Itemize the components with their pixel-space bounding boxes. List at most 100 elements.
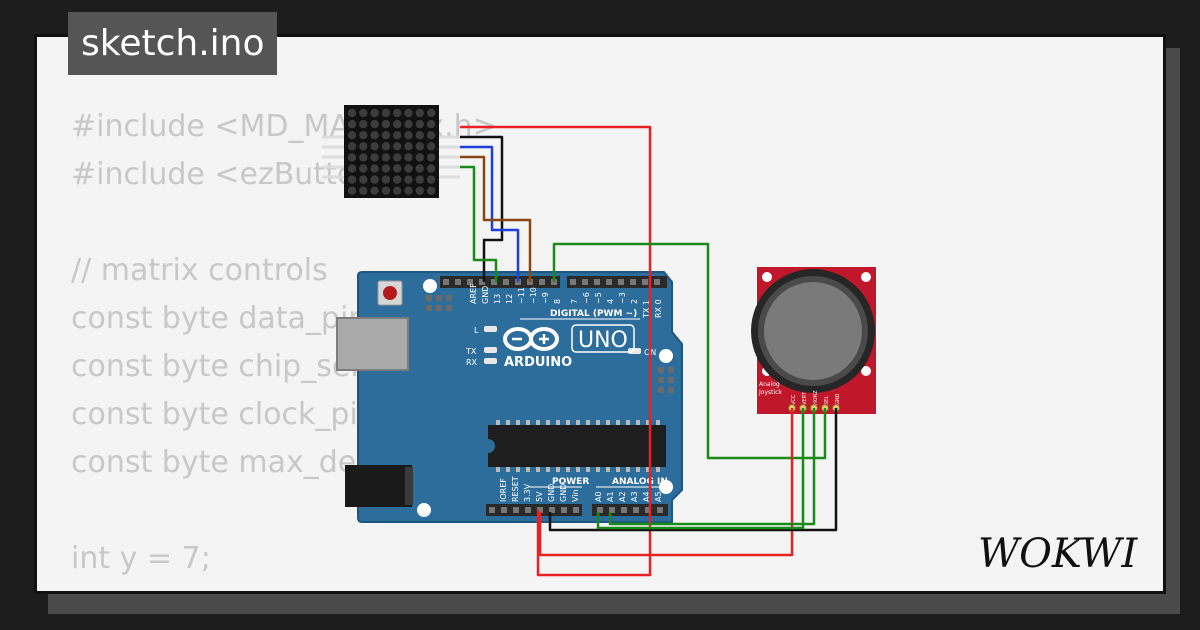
matrix-led bbox=[359, 131, 368, 140]
matrix-led bbox=[347, 175, 357, 184]
pin-label: 13 bbox=[493, 294, 502, 304]
matrix-led bbox=[404, 142, 413, 151]
pin-label: ~5 bbox=[594, 292, 603, 304]
code-line: const byte max_dev bbox=[71, 445, 374, 480]
matrix-led bbox=[404, 108, 413, 118]
pin-label: A1 bbox=[606, 491, 615, 502]
atmega-chip bbox=[488, 425, 666, 467]
code-line: const byte clock_pin bbox=[71, 397, 377, 432]
matrix-led bbox=[404, 131, 413, 140]
analog-joystick-module[interactable]: Analog Joystick VCC VERT HORZ SEL GND bbox=[751, 267, 876, 414]
matrix-led bbox=[415, 131, 424, 140]
power-jack bbox=[345, 465, 412, 507]
wires bbox=[460, 125, 838, 577]
matrix-led bbox=[393, 142, 402, 151]
matrix-led bbox=[370, 142, 379, 151]
matrix-led bbox=[370, 131, 379, 140]
pin-label: ~11 bbox=[517, 287, 526, 304]
matrix-led bbox=[426, 186, 436, 195]
led-l-label: L bbox=[474, 326, 479, 335]
matrix-led bbox=[381, 108, 391, 118]
matrix-led bbox=[426, 119, 436, 129]
led-rx-label: RX bbox=[466, 358, 478, 367]
matrix-led bbox=[381, 131, 391, 140]
pin-label: A2 bbox=[618, 491, 627, 502]
joystick-pin-label: SEL bbox=[824, 396, 830, 405]
matrix-led bbox=[404, 119, 413, 129]
led-l bbox=[484, 326, 497, 332]
joystick-label: Joystick bbox=[758, 389, 782, 396]
matrix-led bbox=[393, 175, 402, 184]
arduino-infinity-logo bbox=[503, 327, 559, 351]
matrix-led bbox=[415, 164, 424, 173]
matrix-led bbox=[404, 153, 413, 162]
joystick-pin-label: GND bbox=[835, 393, 841, 405]
matrix-led bbox=[359, 108, 368, 118]
matrix-led bbox=[370, 119, 379, 129]
matrix-led bbox=[381, 186, 391, 195]
matrix-led bbox=[359, 186, 368, 195]
led-matrix-module[interactable] bbox=[322, 105, 460, 198]
matrix-led bbox=[381, 119, 391, 129]
usb-port bbox=[336, 317, 409, 371]
wokwi-logo: WOKWI bbox=[978, 531, 1138, 577]
pin-label: RESET bbox=[511, 476, 520, 502]
file-tab[interactable]: sketch.ino bbox=[68, 12, 278, 75]
matrix-led bbox=[393, 131, 402, 140]
wire-vcc-matrix bbox=[460, 125, 652, 577]
pin-label: Vin bbox=[571, 489, 580, 502]
matrix-led bbox=[415, 119, 424, 129]
reset-button[interactable] bbox=[383, 286, 397, 300]
pin-label: ~6 bbox=[582, 292, 591, 304]
pin-label: 4 bbox=[606, 299, 615, 304]
matrix-led bbox=[415, 175, 424, 184]
pin-label: GND bbox=[559, 484, 568, 502]
pin-label: ~9 bbox=[541, 292, 550, 304]
joystick-pin-label: HORZ bbox=[813, 390, 819, 405]
matrix-led bbox=[347, 142, 357, 151]
digital-header-label: DIGITAL (PWM ~) bbox=[550, 309, 637, 319]
matrix-led bbox=[404, 175, 413, 184]
pin-label: 12 bbox=[505, 294, 514, 304]
matrix-led bbox=[381, 153, 391, 162]
pin-label: GND bbox=[481, 286, 490, 304]
matrix-led bbox=[426, 131, 436, 140]
matrix-led bbox=[347, 131, 357, 140]
matrix-led bbox=[393, 119, 402, 129]
wire-sel bbox=[552, 242, 827, 460]
pin-label: IOREF bbox=[499, 478, 508, 502]
wire-gnd bbox=[460, 135, 504, 282]
led-tx-label: TX bbox=[465, 347, 477, 356]
pin-label: 8 bbox=[553, 299, 562, 304]
matrix-led bbox=[347, 119, 357, 129]
pin-label: A4 bbox=[642, 491, 651, 502]
matrix-led bbox=[359, 119, 368, 129]
arduino-uno-board[interactable]: AREF GND 13 12 ~11 ~10 ~9 8 7 ~6 ~5 4 ~3… bbox=[336, 271, 683, 523]
analog-header-label: ANALOG IN bbox=[612, 477, 668, 487]
pin-label: RX 0 bbox=[654, 299, 663, 318]
pin-label: 3.3V bbox=[523, 483, 532, 502]
matrix-led bbox=[426, 175, 436, 184]
matrix-led bbox=[426, 153, 436, 162]
pin-label: ~3 bbox=[618, 292, 627, 304]
code-line: int y = 7; bbox=[71, 541, 211, 576]
matrix-led bbox=[359, 142, 368, 151]
arduino-model: UNO bbox=[578, 328, 628, 353]
matrix-led bbox=[426, 142, 436, 151]
matrix-led bbox=[359, 153, 368, 162]
matrix-led bbox=[404, 186, 413, 195]
pin-label: A5 bbox=[654, 491, 663, 502]
matrix-led bbox=[347, 108, 357, 118]
wire-cs bbox=[460, 155, 532, 282]
joystick-knob[interactable] bbox=[764, 282, 862, 380]
matrix-led bbox=[370, 186, 379, 195]
joystick-pin-label: VERT bbox=[802, 391, 808, 405]
code-line: // matrix controls bbox=[71, 253, 328, 288]
matrix-led bbox=[415, 153, 424, 162]
pin-label: GND bbox=[547, 484, 556, 502]
pin-label: A0 bbox=[594, 491, 603, 502]
matrix-led bbox=[347, 186, 357, 195]
wire-vert bbox=[596, 408, 805, 530]
arduino-logo-text: ARDUINO bbox=[504, 355, 572, 370]
